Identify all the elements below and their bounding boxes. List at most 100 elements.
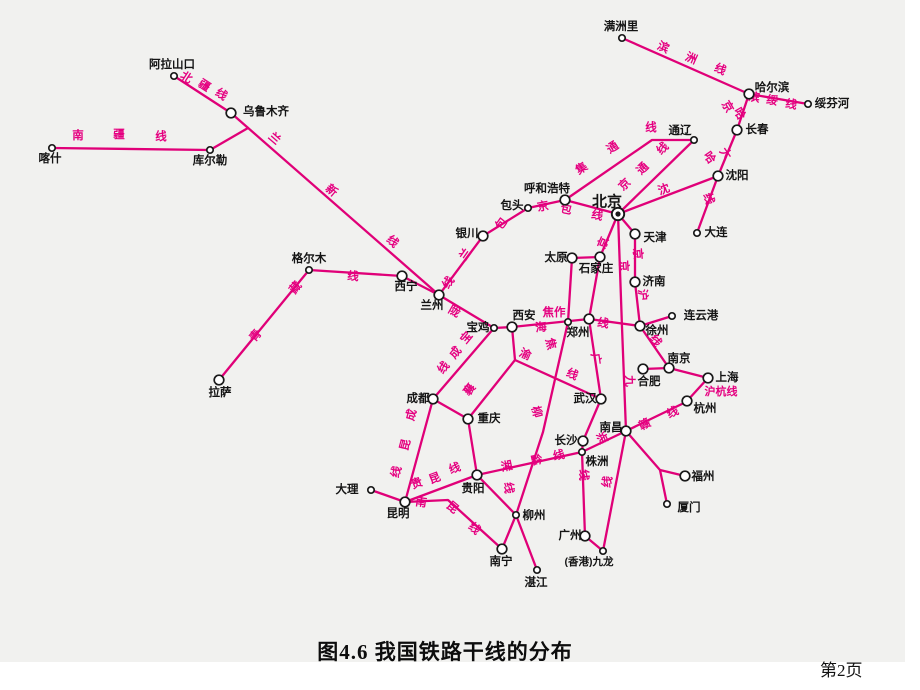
city-node-hangzhou	[681, 395, 693, 407]
city-label-tianjin: 天津	[644, 230, 667, 244]
railway-jitong	[563, 138, 696, 202]
city-label-xiamen: 厦门	[678, 500, 701, 514]
railway-label-char: 京	[536, 198, 550, 214]
city-label-changsha: 长沙	[555, 433, 578, 447]
city-node-kuerle	[205, 145, 215, 155]
city-node-nanchang	[620, 425, 632, 437]
city-label-jiaozuo: 焦作	[542, 305, 566, 319]
city-label-alashankou: 阿拉山口	[149, 57, 195, 71]
city-node-tianjin	[629, 228, 641, 240]
city-label-zhengzhou: 郑州	[567, 325, 590, 339]
city-node-xiamen	[662, 499, 672, 509]
railway-xianggui	[500, 513, 518, 551]
city-label-manzhouli: 满洲里	[604, 19, 639, 33]
railway-lanxin	[229, 111, 441, 297]
railway-label-char: 京	[615, 175, 633, 193]
city-node-jinan	[629, 276, 641, 288]
railway-label-char: 线	[712, 60, 729, 78]
city-node-huhehaote	[559, 194, 571, 206]
railway-label-char: 赣	[636, 415, 653, 433]
railway-label-char: 线	[577, 469, 591, 481]
city-node-baotou	[523, 203, 533, 213]
page-number: 第2页	[820, 661, 863, 680]
railway-label-char: 渝	[517, 345, 534, 363]
city-node-haerbin	[743, 88, 755, 100]
city-label-xining: 西宁	[395, 279, 418, 293]
railway-label-char: 湘	[500, 458, 514, 474]
city-node-zhengzhou	[583, 313, 595, 325]
city-label-lanzhou: 兰州	[421, 298, 444, 312]
railway-label-char: 黔	[530, 452, 545, 468]
railway-label-char: 襄	[460, 380, 479, 399]
city-label-wulumuqi: 乌鲁木齐	[243, 104, 289, 118]
railway-label-char: 昆	[444, 499, 462, 517]
railway-label-char: 包	[558, 201, 574, 217]
railway-jiaoliu	[514, 320, 570, 517]
railway-beijiang	[172, 74, 233, 115]
city-node-wulumuqi	[225, 107, 237, 119]
city-label-yinchuan: 银川	[456, 226, 479, 240]
railway-label-char: 贵	[409, 474, 425, 491]
city-label-zhanjiang: 湛江	[525, 575, 548, 589]
city-node-kunming	[399, 496, 411, 508]
railway-label-char: 线	[347, 269, 360, 284]
railway-label-char: 线	[388, 464, 405, 479]
city-label-dali: 大理	[336, 482, 359, 496]
figure-caption: 图4.6 我国铁路干线的分布	[317, 640, 573, 664]
city-label-beijing: 北京	[592, 193, 622, 211]
city-label-nanjing: 南京	[668, 351, 691, 365]
city-label-baoji: 宝鸡	[467, 320, 490, 334]
railway-label-char: 九	[623, 374, 638, 388]
city-label-hefei: 合肥	[638, 374, 661, 388]
city-node-kashi	[47, 143, 57, 153]
railway-label-char: 京	[631, 248, 646, 261]
city-node-chongqing	[462, 413, 474, 425]
city-label-kunming: 昆明	[387, 506, 410, 520]
railway-label-char: 线	[599, 474, 615, 488]
railway-binsui	[747, 92, 810, 106]
city-label-changchun: 长春	[746, 122, 769, 136]
railway-label-char: 线	[155, 129, 167, 143]
city-node-lasa	[213, 374, 225, 386]
city-label-geermu: 格尔木	[292, 251, 327, 265]
railway-yingxia	[658, 468, 669, 506]
city-label-fuzhou: 福州	[691, 469, 715, 483]
city-node-manzhouli	[617, 33, 627, 43]
city-node-changchun	[731, 124, 743, 136]
railway-guikun	[403, 473, 479, 504]
slide	[0, 0, 905, 662]
city-label-dalian: 大连	[705, 225, 728, 239]
city-node-hefei	[637, 363, 649, 375]
railway-label-char: 柳	[529, 404, 545, 419]
city-label-tongliao: 通辽	[669, 124, 692, 137]
railway-label-char: 南	[414, 494, 428, 510]
city-node-shanghai	[702, 372, 714, 384]
city-node-dali	[366, 485, 376, 495]
city-node-guangzhou	[579, 530, 591, 542]
city-label-kuerle: 库尔勒	[193, 153, 228, 167]
railway-chengyu	[431, 397, 470, 421]
railway-label-char: 成	[446, 343, 464, 361]
railway-label-char: 线	[590, 207, 605, 223]
railway-label-char: 兰	[456, 245, 474, 263]
city-label-haerbin: 哈尔滨	[755, 80, 790, 94]
city-node-taiyuan	[566, 252, 578, 264]
railway-label-char: 大	[717, 145, 735, 163]
city-label-zhuzhou: 株洲	[586, 454, 609, 468]
railway-label-char: 线	[645, 120, 657, 134]
railway-text-label: 沪杭线	[705, 384, 738, 398]
railway-chengkun	[403, 397, 435, 504]
city-label-chongqing: 重庆	[478, 411, 501, 425]
railway-label-char: 京	[617, 260, 632, 273]
railway-label-char: 沪	[636, 289, 651, 302]
railway-label-char: 绥	[765, 92, 779, 108]
city-node-jiaozuo	[563, 317, 573, 327]
city-node-suifenhe	[803, 99, 813, 109]
railway-label-char: 陇	[446, 302, 463, 320]
railway-qiangui	[475, 473, 518, 517]
city-node-shenyang	[712, 170, 724, 182]
city-node-xuzhou	[634, 320, 646, 332]
city-node-alashankou	[169, 71, 179, 81]
railway-label-char: 通	[634, 160, 652, 178]
